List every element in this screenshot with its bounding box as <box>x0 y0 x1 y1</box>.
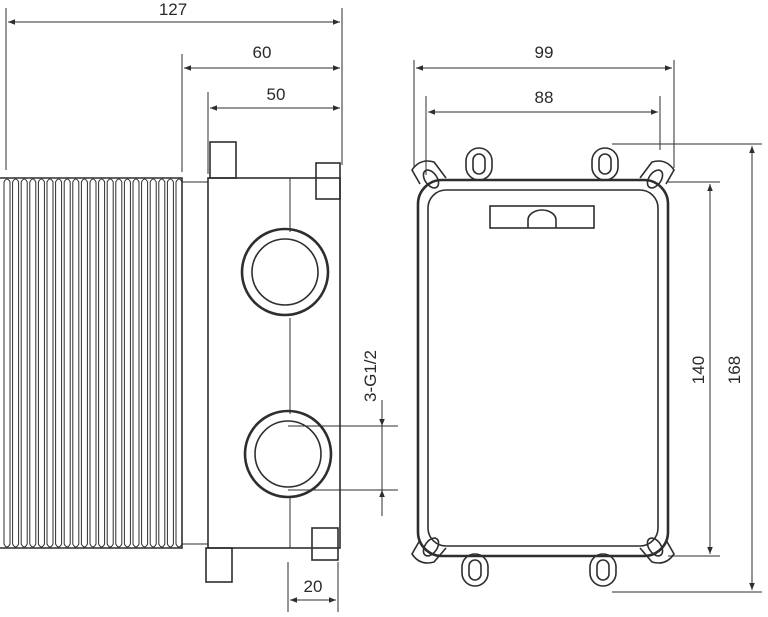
sleeve-rib <box>132 178 140 548</box>
dim-168-label: 168 <box>725 356 744 384</box>
mounting-ear-top-mid-right <box>591 147 619 181</box>
dim-99: 99 <box>413 43 675 168</box>
dim-60-label: 60 <box>253 43 272 62</box>
dim-50: 50 <box>207 85 340 174</box>
mounting-ear-bottom-left <box>411 537 447 564</box>
valve-body <box>182 141 341 583</box>
dim-20-label: 20 <box>304 577 323 596</box>
sleeve-rib <box>89 178 97 548</box>
sleeve-rib <box>106 178 114 548</box>
thread-spec-label: 3-G1/2 <box>361 350 380 402</box>
sleeve-rib <box>158 178 166 548</box>
sleeve-rib <box>98 178 106 548</box>
thread-dimension: 3-G1/2 <box>361 350 385 516</box>
housing-inner <box>427 189 659 547</box>
sleeve-rib <box>166 178 174 548</box>
dim-140-label: 140 <box>689 356 708 384</box>
sleeve-rib <box>55 178 63 548</box>
top-slot <box>489 205 595 229</box>
mounting-ear-top-mid-left <box>465 147 493 181</box>
sleeve-rib <box>115 178 123 548</box>
sleeve-rib <box>3 178 11 548</box>
sleeve-rib <box>29 178 37 548</box>
top-lug-right <box>315 162 341 200</box>
dim-50-label: 50 <box>267 85 286 104</box>
sleeve-rib <box>141 178 149 548</box>
front-view: 99 88 140 168 <box>411 43 762 593</box>
corrugated-sleeve <box>0 177 183 549</box>
top-lug-left <box>209 141 237 179</box>
sleeve-rib <box>72 178 80 548</box>
dim-127: 127 <box>5 0 343 170</box>
dim-88: 88 <box>425 88 661 175</box>
sleeve-rib <box>12 178 20 548</box>
mounting-ear-bottom-mid-left <box>461 553 489 587</box>
sleeve-rib <box>175 178 183 548</box>
bottom-lug-left <box>205 547 233 583</box>
dim-168: 168 <box>612 143 762 593</box>
upper-port <box>240 227 330 317</box>
sleeve-rib <box>20 178 28 548</box>
dim-20: 20 <box>287 562 339 612</box>
dim-99-label: 99 <box>535 43 554 62</box>
mounting-ear-bottom-right <box>639 537 675 564</box>
dim-60: 60 <box>181 43 340 172</box>
mounting-ear-top-right <box>639 160 675 189</box>
side-view: 3-G1/2 127 60 50 20 <box>0 0 398 612</box>
mounting-ear-top-left <box>411 160 447 189</box>
dim-88-label: 88 <box>535 88 554 107</box>
sleeve-rib <box>37 178 45 548</box>
dim-140: 140 <box>668 181 720 557</box>
sleeve-rib <box>123 178 131 548</box>
housing-outer <box>416 178 670 558</box>
mounting-ear-bottom-mid-right <box>589 553 617 587</box>
dim-127-label: 127 <box>159 0 187 19</box>
sleeve-rib <box>63 178 71 548</box>
sleeve-ribs <box>3 178 183 548</box>
lower-port <box>243 409 398 499</box>
sleeve-rib <box>149 178 157 548</box>
bottom-lug-right <box>311 527 339 561</box>
sleeve-rib <box>80 178 88 548</box>
sleeve-rib <box>46 178 54 548</box>
